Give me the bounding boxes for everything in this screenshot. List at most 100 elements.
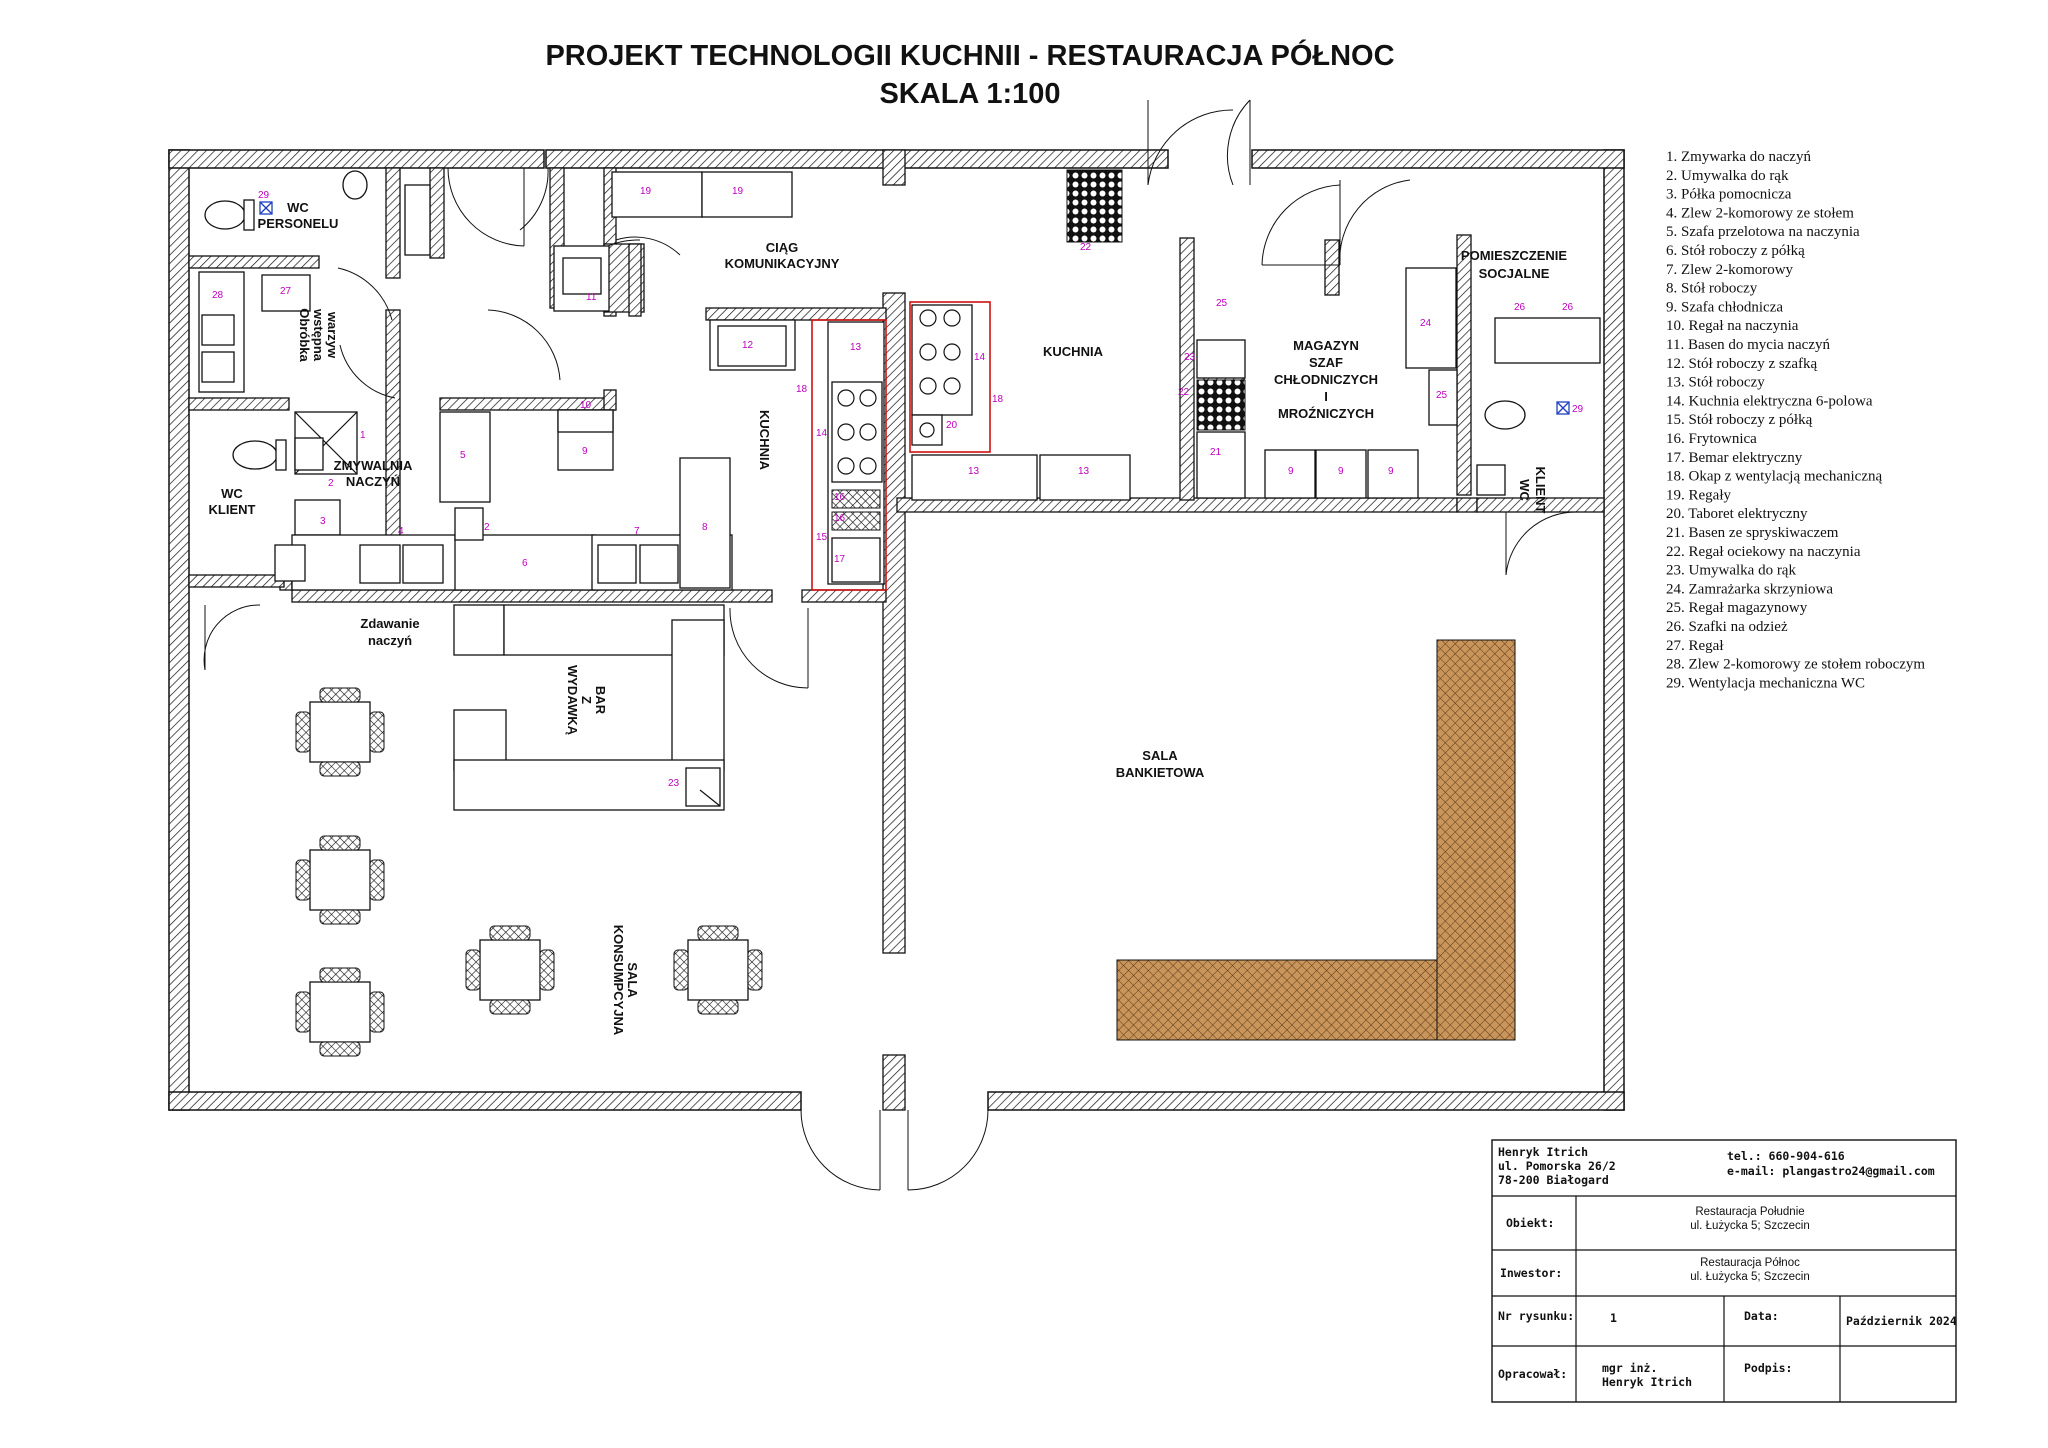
svg-text:9: 9 (582, 446, 588, 457)
svg-text:3: 3 (320, 516, 326, 527)
title-block: Henryk Itrich ul. Pomorska 26/2 78-200 B… (1491, 1139, 1957, 1403)
svg-text:I: I (1324, 389, 1328, 404)
room-zmywalnia: ZMYWALNIA (334, 458, 413, 473)
legend-item: 13. Stół roboczy (1666, 375, 1765, 391)
room-kuchnia-vertical: KUCHNIA (757, 410, 772, 471)
svg-text:SOCJALNE: SOCJALNE (1479, 266, 1550, 281)
svg-text:21: 21 (1210, 447, 1222, 458)
svg-text:6: 6 (522, 558, 528, 569)
svg-text:78-200 Białogard: 78-200 Białogard (1498, 1173, 1609, 1187)
opracowal-value: mgr inż. (1602, 1361, 1657, 1375)
svg-text:28: 28 (212, 290, 224, 301)
legend-item: 22. Regał ociekowy na naczynia (1666, 544, 1861, 560)
svg-text:SZAF: SZAF (1309, 355, 1343, 370)
svg-text:23: 23 (668, 778, 680, 789)
legend-item: 6. Stół roboczy z półką (1666, 243, 1805, 259)
room-obrobka: Obróbka (297, 308, 312, 362)
svg-text:29: 29 (258, 190, 270, 201)
drawing-number: 1 (1610, 1311, 1617, 1325)
legend-item: 21. Basen ze spryskiwaczem (1666, 525, 1839, 541)
svg-text:24: 24 (1420, 318, 1432, 329)
legend-item: 26. Szafki na odzież (1666, 619, 1788, 635)
svg-text:13: 13 (968, 466, 980, 477)
svg-text:ul. Pomorska 26/2: ul. Pomorska 26/2 (1498, 1159, 1616, 1173)
legend-item: 3. Półka pomocnicza (1666, 187, 1792, 203)
drawing-title: PROJEKT TECHNOLOGII KUCHNII - RESTAURACJ… (545, 38, 1394, 72)
room-ciag: CIĄG (766, 240, 799, 255)
left-wing-equipment (198, 170, 796, 811)
inwestor-value: Restauracja Północ (1700, 1257, 1800, 1269)
legend-item: 18. Okap z wentylacją mechaniczną (1666, 469, 1882, 485)
svg-text:16: 16 (834, 492, 846, 503)
svg-text:7: 7 (634, 526, 640, 537)
svg-text:12: 12 (742, 340, 754, 351)
legend-item: 28. Zlew 2-komorowy ze stołem roboczym (1666, 657, 1925, 673)
date-label: Data: (1744, 1309, 1779, 1323)
legend-item: 7. Zlew 2-komorowy (1666, 262, 1794, 278)
svg-text:KLIENT: KLIENT (209, 502, 256, 517)
zdawanie-label: Zdawanie (360, 616, 419, 631)
svg-text:18: 18 (992, 394, 1004, 405)
legend-item: 8. Stół roboczy (1666, 281, 1758, 297)
opracowal-label: Opracował: (1498, 1367, 1567, 1381)
svg-text:29: 29 (1572, 404, 1584, 415)
svg-text:5: 5 (460, 450, 466, 461)
banquet-bar-counter (1116, 639, 1516, 1041)
legend-item: 20. Taboret elektryczny (1666, 506, 1808, 522)
dining-tables (295, 687, 763, 1057)
legend-item: 24. Zamrażarka skrzyniowa (1666, 581, 1833, 597)
svg-text:13: 13 (1078, 466, 1090, 477)
svg-text:ul. Łużycka 5; Szczecin: ul. Łużycka 5; Szczecin (1690, 1271, 1810, 1283)
svg-text:17: 17 (834, 554, 846, 565)
room-sala-bankietowa: SALA (1142, 748, 1178, 763)
partition-walls (188, 149, 1605, 1111)
svg-text:NACZYŃ: NACZYŃ (346, 474, 400, 489)
legend-item: 16. Frytownica (1666, 431, 1757, 447)
svg-text:KOMUNIKACYJNY: KOMUNIKACYJNY (725, 256, 840, 271)
legend-item: 11. Basen do mycia naczyń (1666, 337, 1830, 353)
svg-text:14: 14 (974, 352, 986, 363)
svg-text:1: 1 (360, 430, 366, 441)
svg-text:PERSONELU: PERSONELU (258, 216, 339, 231)
svg-text:CHŁODNICZYCH: CHŁODNICZYCH (1274, 372, 1378, 387)
legend-item: 5. Szafa przelotowa na naczynia (1666, 224, 1860, 240)
svg-text:26: 26 (1514, 302, 1526, 313)
svg-text:9: 9 (1388, 466, 1394, 477)
svg-text:9: 9 (1338, 466, 1344, 477)
legend-item: 1. Zmywarka do naczyń (1666, 149, 1811, 165)
legend-item: 27. Regał (1666, 638, 1724, 654)
drawing-scale: SKALA 1:100 (879, 78, 1060, 110)
svg-text:KONSUMPCYJNA: KONSUMPCYJNA (611, 925, 626, 1036)
svg-text:23: 23 (1184, 352, 1196, 363)
room-wc-klient-left: WC (221, 486, 243, 501)
svg-text:16: 16 (834, 513, 846, 524)
svg-text:warzyw: warzyw (325, 311, 340, 359)
svg-text:naczyń: naczyń (368, 633, 412, 648)
legend-item: 19. Regały (1666, 487, 1731, 503)
svg-text:10: 10 (580, 400, 592, 411)
room-sala-konsumpcyjna: SALA (625, 962, 640, 998)
drawing-number-label: Nr rysunku: (1498, 1309, 1574, 1323)
room-wc-personelu: WC (287, 200, 309, 215)
room-bar: BAR (593, 686, 608, 715)
svg-text:Henryk Itrich: Henryk Itrich (1602, 1375, 1692, 1389)
svg-text:11: 11 (586, 292, 597, 303)
svg-text:9: 9 (1288, 466, 1294, 477)
svg-text:ul. Łużycka 5; Szczecin: ul. Łużycka 5; Szczecin (1690, 1220, 1810, 1232)
podpis-label: Podpis: (1744, 1361, 1792, 1375)
svg-text:19: 19 (732, 186, 744, 197)
legend-item: 23. Umywalka do rąk (1666, 563, 1796, 579)
svg-text:8: 8 (702, 522, 708, 533)
room-labels: WC PERSONELU Obróbka wstępna warzyw ZMYW… (209, 200, 1568, 1036)
inwestor-label: Inwestor: (1500, 1266, 1562, 1280)
author-name: Henryk Itrich (1498, 1145, 1588, 1159)
svg-text:25: 25 (1436, 390, 1448, 401)
author-email: e-mail: plangastro24@gmail.com (1727, 1164, 1935, 1178)
room-socjalne: POMIESZCZENIE (1461, 248, 1568, 263)
svg-text:wstępna: wstępna (311, 308, 326, 362)
legend-item: 15. Stół roboczy z półką (1666, 412, 1813, 428)
svg-text:22: 22 (1178, 387, 1190, 398)
svg-text:Z: Z (579, 696, 594, 704)
svg-text:27: 27 (280, 286, 292, 297)
